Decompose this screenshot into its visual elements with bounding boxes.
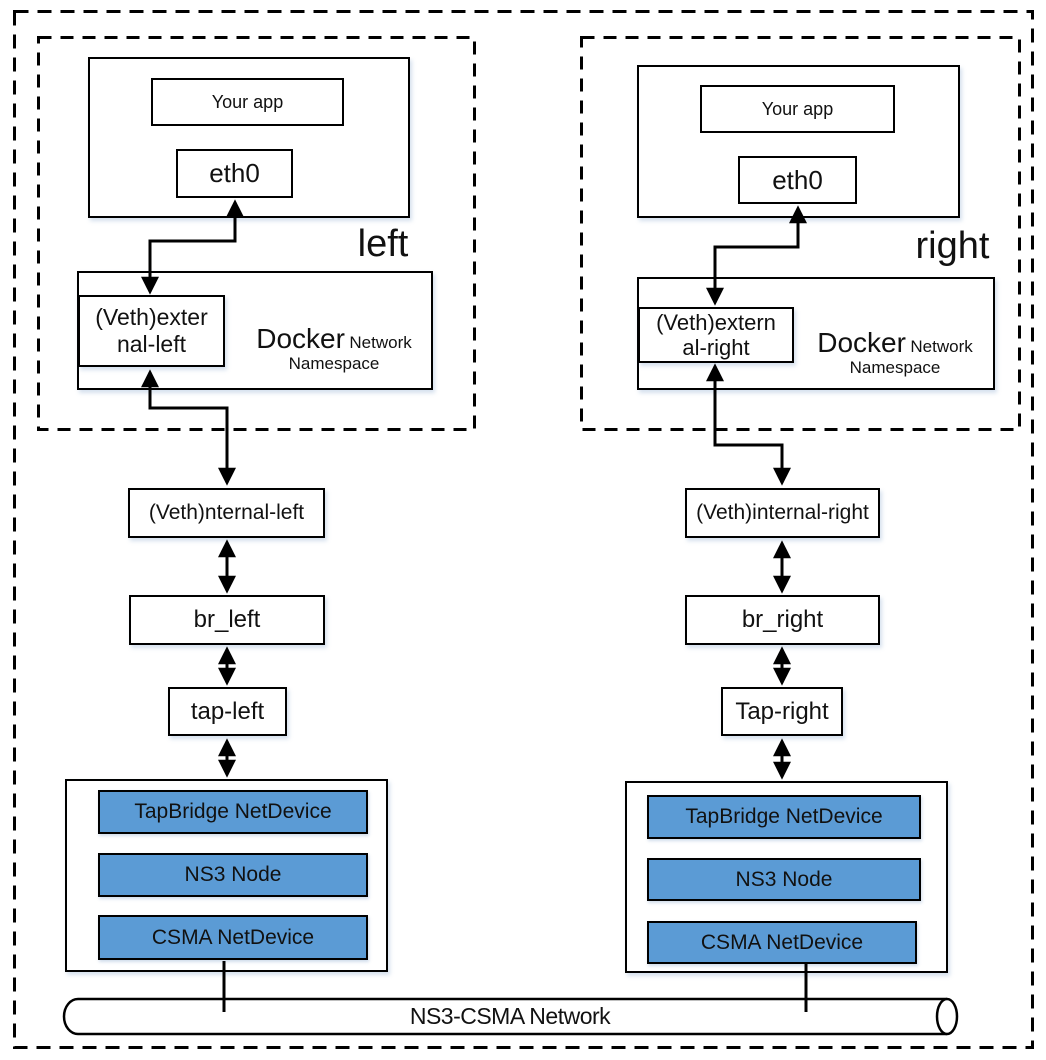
csma-netdevice-bar-right: CSMA NetDevice (647, 921, 917, 964)
your-app-label-right: Your app (761, 98, 834, 119)
docker-network-word-left: Network (349, 333, 412, 352)
docker-namespace-word-left: Namespace (288, 353, 380, 373)
container-label-left: left (357, 223, 409, 265)
tap-right-label: Tap-right (735, 697, 829, 725)
veth-external-right-box: (Veth)extern al-right (638, 307, 794, 363)
ns3-node-bar-right: NS3 Node (647, 858, 921, 901)
veth-internal-left-label: (Veth)nternal-left (148, 501, 305, 524)
docker-namespace-label-left: Docker Network Namespace (238, 323, 430, 373)
veth-internal-left-box: (Veth)nternal-left (128, 488, 325, 538)
bridge-right-box: br_right (685, 595, 880, 645)
tapbridge-netdevice-bar-right: TapBridge NetDevice (647, 795, 921, 839)
veth-external-left-box: (Veth)exter nal-left (78, 295, 225, 367)
docker-network-word-right: Network (910, 337, 973, 356)
bridge-left-box: br_left (129, 595, 325, 645)
docker-namespace-label-right: Docker Network Namespace (800, 327, 990, 377)
tapbridge-netdevice-bar-left: TapBridge NetDevice (98, 790, 368, 834)
veth-internal-right-label: (Veth)internal-right (696, 501, 869, 524)
your-app-box-left: Your app (151, 78, 344, 126)
eth0-box-right: eth0 (738, 156, 857, 204)
docker-word-right: Docker (817, 327, 906, 358)
tap-right-box: Tap-right (721, 687, 843, 736)
eth0-box-left: eth0 (176, 149, 293, 198)
tap-left-box: tap-left (168, 687, 287, 736)
bridge-right-label: br_right (741, 606, 824, 633)
csma-netdevice-bar-left: CSMA NetDevice (98, 915, 368, 960)
container-label-right: right (915, 225, 990, 267)
veth-internal-right-box: (Veth)internal-right (685, 488, 880, 538)
docker-word-left: Docker (256, 323, 345, 354)
your-app-label-left: Your app (211, 91, 284, 112)
veth-external-right-line2: al-right (682, 335, 750, 360)
eth0-label-left: eth0 (209, 158, 260, 188)
docker-namespace-word-right: Namespace (849, 357, 941, 377)
your-app-box-right: Your app (700, 85, 895, 133)
csma-network-label: NS3-CSMA Network (409, 1003, 611, 1029)
eth0-label-right: eth0 (772, 164, 823, 195)
veth-external-left-line1: (Veth)exter (95, 304, 208, 330)
bridge-left-label: br_left (193, 606, 261, 633)
veth-external-left-line2: nal-left (116, 331, 187, 357)
tap-left-label: tap-left (190, 697, 265, 725)
veth-external-right-line1: (Veth)extern (656, 310, 776, 335)
ns3-node-bar-left: NS3 Node (98, 853, 368, 897)
